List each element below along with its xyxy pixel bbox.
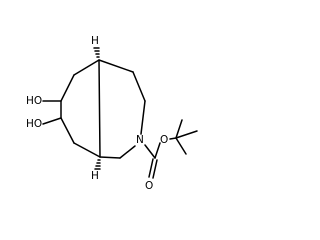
bond-c1-c8a (99, 156, 121, 159)
bond-tbu-methyl-right (175, 130, 198, 139)
cyclohexane-ring (60, 59, 101, 158)
bond-carbonyl-double-b (152, 159, 158, 179)
bond-n2-c1 (119, 145, 136, 159)
bond-c3-n2 (140, 100, 146, 135)
atom-label-ester-o: O (160, 134, 168, 146)
stereo-bond-top (93, 47, 100, 58)
atom-label-h-top: H (91, 35, 99, 47)
bond-tbu-methyl-down (175, 137, 187, 155)
atom-label-n: N (136, 134, 144, 146)
bond-n2-carbonyl-c (144, 144, 156, 159)
piperidine-ring (98, 59, 146, 159)
atom-label-carbonyl-o: O (145, 180, 153, 192)
bond-c5-c6 (60, 74, 75, 102)
bond-carbonyl-double-a (148, 158, 154, 178)
bond-c8-c8a (73, 142, 101, 158)
bond-o-tbu (169, 137, 177, 140)
bond-c4a-c4 (98, 59, 134, 73)
atom-label-ho-top: HO (26, 95, 42, 107)
atom-label-ho-bottom: HO (26, 118, 42, 130)
bond-c4a-c5 (73, 59, 100, 76)
bond-c7-c8 (60, 117, 75, 144)
bond-c7-oh (42, 117, 62, 125)
bond-tbu-methyl-up (175, 119, 183, 139)
chemical-structure: HO HO N O O H H (26, 35, 198, 192)
bond-c4-c3 (132, 71, 146, 102)
atom-label-h-bottom: H (91, 170, 99, 182)
bond-c8a-c4a (98, 59, 101, 158)
stereo-bond-bottom (94, 159, 101, 170)
bond-carbonyl-c-o-single (154, 142, 161, 159)
